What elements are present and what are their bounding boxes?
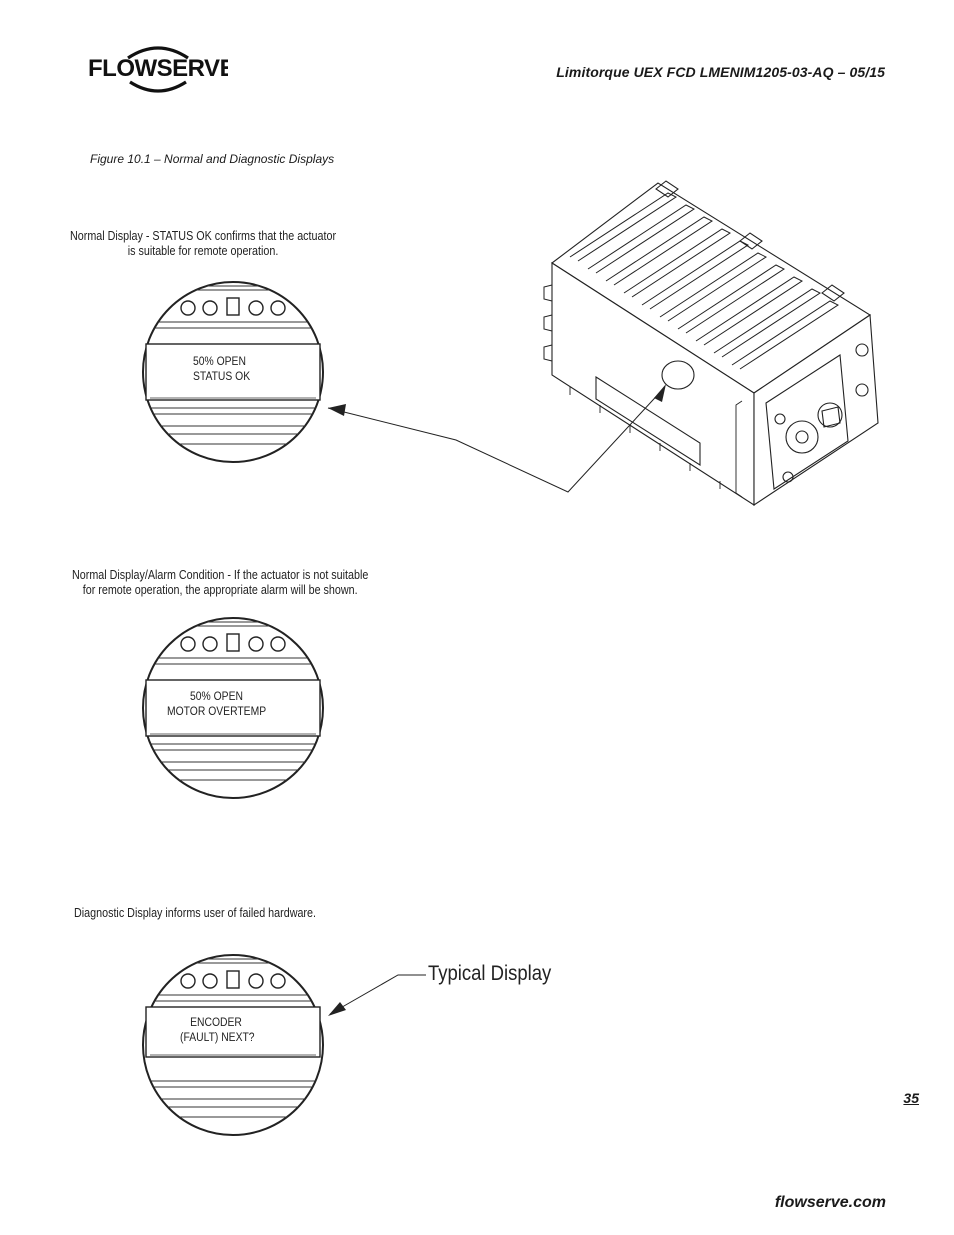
- indicator-leds: [180, 970, 286, 989]
- panel-3-description: Diagnostic Display informs user of faile…: [74, 906, 316, 920]
- indicator-leds: [180, 297, 286, 316]
- display-dial-3: [138, 954, 328, 1136]
- figure-caption: Figure 10.1 – Normal and Diagnostic Disp…: [90, 152, 335, 166]
- panel-1-description: Normal Display - STATUS OK confirms that…: [70, 229, 337, 258]
- actuator-drawing: [540, 175, 890, 515]
- svg-text:FLOWSERVE: FLOWSERVE: [88, 55, 228, 82]
- panel-2-description: Normal Display/Alarm Condition - If the …: [72, 568, 369, 597]
- display-1-text: 50% OPEN STATUS OK: [193, 356, 251, 383]
- display-2-text: 50% OPEN MOTOR OVERTEMP: [167, 691, 267, 718]
- typical-display-label: Typical Display: [428, 962, 552, 985]
- display-dial-2: [138, 617, 328, 799]
- flowserve-logo: FLOWSERVE: [88, 42, 236, 94]
- display-dial-1: [138, 281, 328, 463]
- indicator-leds: [180, 633, 286, 652]
- document-reference: Limitorque UEX FCD LMENIM1205-03-AQ – 05…: [556, 64, 885, 80]
- display-3-text: ENCODER (FAULT) NEXT?: [180, 1017, 255, 1044]
- footer-website[interactable]: flowserve.com: [774, 1194, 886, 1211]
- page-number: 35: [903, 1090, 919, 1106]
